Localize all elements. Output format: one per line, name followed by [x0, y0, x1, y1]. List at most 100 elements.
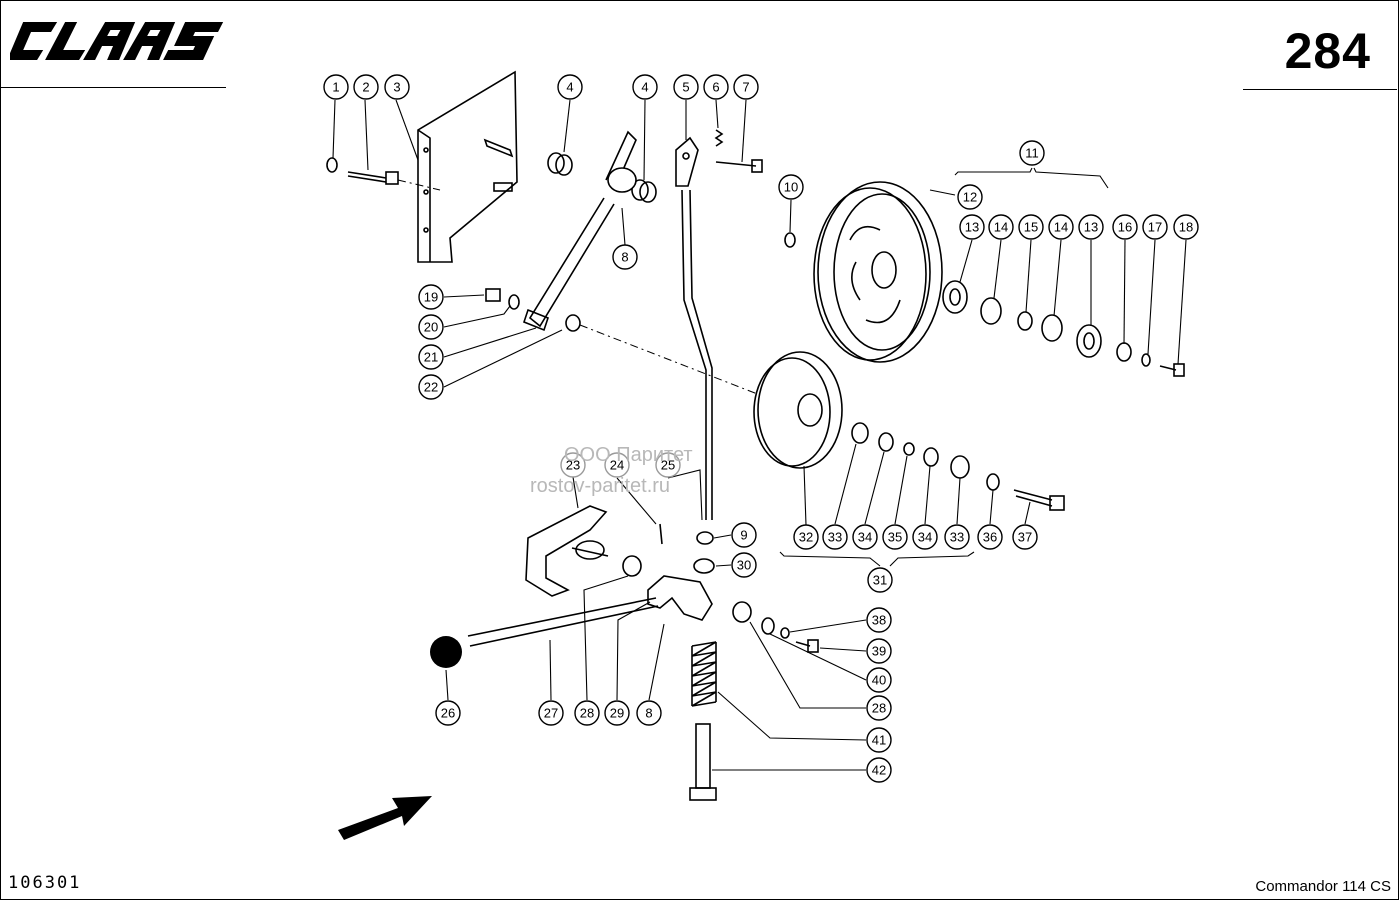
callout-8a: 8	[612, 244, 638, 270]
washer-36	[986, 473, 1000, 491]
callout-26: 26	[435, 700, 461, 726]
callout-2: 2	[353, 74, 379, 100]
direction-arrow	[338, 796, 432, 840]
watermark-url: rostov-paritet.ru	[530, 475, 671, 497]
washer-38	[780, 627, 790, 639]
svg-text:34: 34	[918, 530, 932, 545]
callout-20: 20	[418, 314, 444, 340]
header-rule-right	[1243, 89, 1397, 90]
spring-pin-6	[714, 129, 724, 147]
svg-text:4: 4	[641, 80, 648, 95]
svg-text:21: 21	[424, 350, 438, 365]
callout-7: 7	[733, 74, 759, 100]
callout-8b: 8	[636, 700, 662, 726]
svg-text:34: 34	[858, 530, 872, 545]
svg-text:33: 33	[950, 530, 964, 545]
callout-18: 18	[1173, 214, 1199, 240]
svg-text:20: 20	[424, 320, 438, 335]
svg-text:8: 8	[645, 706, 652, 721]
callout-25: 25	[655, 452, 681, 478]
callout-17: 17	[1142, 214, 1168, 240]
callout-40: 40	[866, 667, 892, 693]
svg-text:37: 37	[1018, 530, 1032, 545]
ring-34b	[923, 447, 939, 467]
callout-6: 6	[703, 74, 729, 100]
callout-28a: 28	[574, 700, 600, 726]
washer-1	[326, 157, 338, 173]
bolt-37	[1013, 489, 1065, 511]
callout-4a: 4	[557, 74, 583, 100]
control-rod-5	[675, 136, 713, 520]
svg-text:35: 35	[888, 530, 902, 545]
svg-text:36: 36	[983, 530, 997, 545]
svg-text:5: 5	[682, 80, 689, 95]
callout-16: 16	[1112, 214, 1138, 240]
nut-19	[485, 288, 501, 302]
callout-12: 12	[957, 184, 983, 210]
svg-text:25: 25	[661, 458, 675, 473]
knob-26	[430, 636, 462, 668]
circlip-14a	[980, 297, 1002, 325]
callout-5: 5	[673, 74, 699, 100]
bolt-2	[347, 171, 399, 185]
callout-13b: 13	[1078, 214, 1104, 240]
callout-10: 10	[778, 174, 804, 200]
spacer-15	[1017, 311, 1033, 331]
callout-14b: 14	[1048, 214, 1074, 240]
svg-text:18: 18	[1179, 220, 1193, 235]
callout-38: 38	[866, 607, 892, 633]
svg-text:2: 2	[362, 80, 369, 95]
svg-text:11: 11	[1025, 146, 1039, 161]
svg-text:28: 28	[580, 706, 594, 721]
spring-41	[691, 641, 717, 707]
callout-34b: 34	[912, 524, 938, 550]
ring-34a	[878, 432, 894, 452]
callout-15: 15	[1018, 214, 1044, 240]
bearing-33b	[950, 455, 970, 479]
callout-21: 21	[418, 344, 444, 370]
large-pulley-12	[813, 181, 943, 363]
washer-20	[508, 294, 520, 310]
svg-text:29: 29	[610, 706, 624, 721]
callout-23: 23	[560, 452, 586, 478]
mounting-plate	[417, 70, 518, 263]
svg-text:33: 33	[828, 530, 842, 545]
callout-19: 19	[418, 284, 444, 310]
svg-text:9: 9	[740, 528, 747, 543]
svg-text:1: 1	[332, 80, 339, 95]
callout-3: 3	[384, 74, 410, 100]
small-pulley-32	[753, 351, 843, 469]
callout-34a: 34	[852, 524, 878, 550]
svg-text:19: 19	[424, 290, 438, 305]
svg-text:14: 14	[1054, 220, 1068, 235]
svg-text:42: 42	[872, 763, 886, 778]
svg-text:30: 30	[737, 558, 751, 573]
svg-text:23: 23	[566, 458, 580, 473]
washer-10	[784, 232, 796, 248]
bearing-13b	[1076, 324, 1102, 358]
callout-31: 31	[867, 567, 893, 593]
callout-36: 36	[977, 524, 1003, 550]
svg-text:31: 31	[873, 573, 887, 588]
svg-text:4: 4	[566, 80, 573, 95]
svg-text:28: 28	[872, 701, 886, 716]
svg-text:17: 17	[1148, 220, 1162, 235]
washer-40	[761, 617, 775, 635]
svg-text:40: 40	[872, 673, 886, 688]
callout-22: 22	[418, 374, 444, 400]
svg-text:8: 8	[621, 250, 628, 265]
nut-9	[696, 531, 714, 545]
bearing-33a	[851, 422, 869, 444]
circlip-14b	[1041, 314, 1063, 342]
callout-42: 42	[866, 757, 892, 783]
svg-text:38: 38	[872, 613, 886, 628]
bearing-13a	[942, 280, 968, 314]
washer-30	[693, 558, 715, 574]
callout-30: 30	[731, 552, 757, 578]
header-rule-left	[0, 87, 226, 88]
spacer-35	[903, 442, 915, 456]
callout-33b: 33	[944, 524, 970, 550]
svg-text:7: 7	[742, 80, 749, 95]
machine-model: Commandor 114 CS	[1255, 878, 1391, 895]
yoke-29	[647, 575, 713, 621]
